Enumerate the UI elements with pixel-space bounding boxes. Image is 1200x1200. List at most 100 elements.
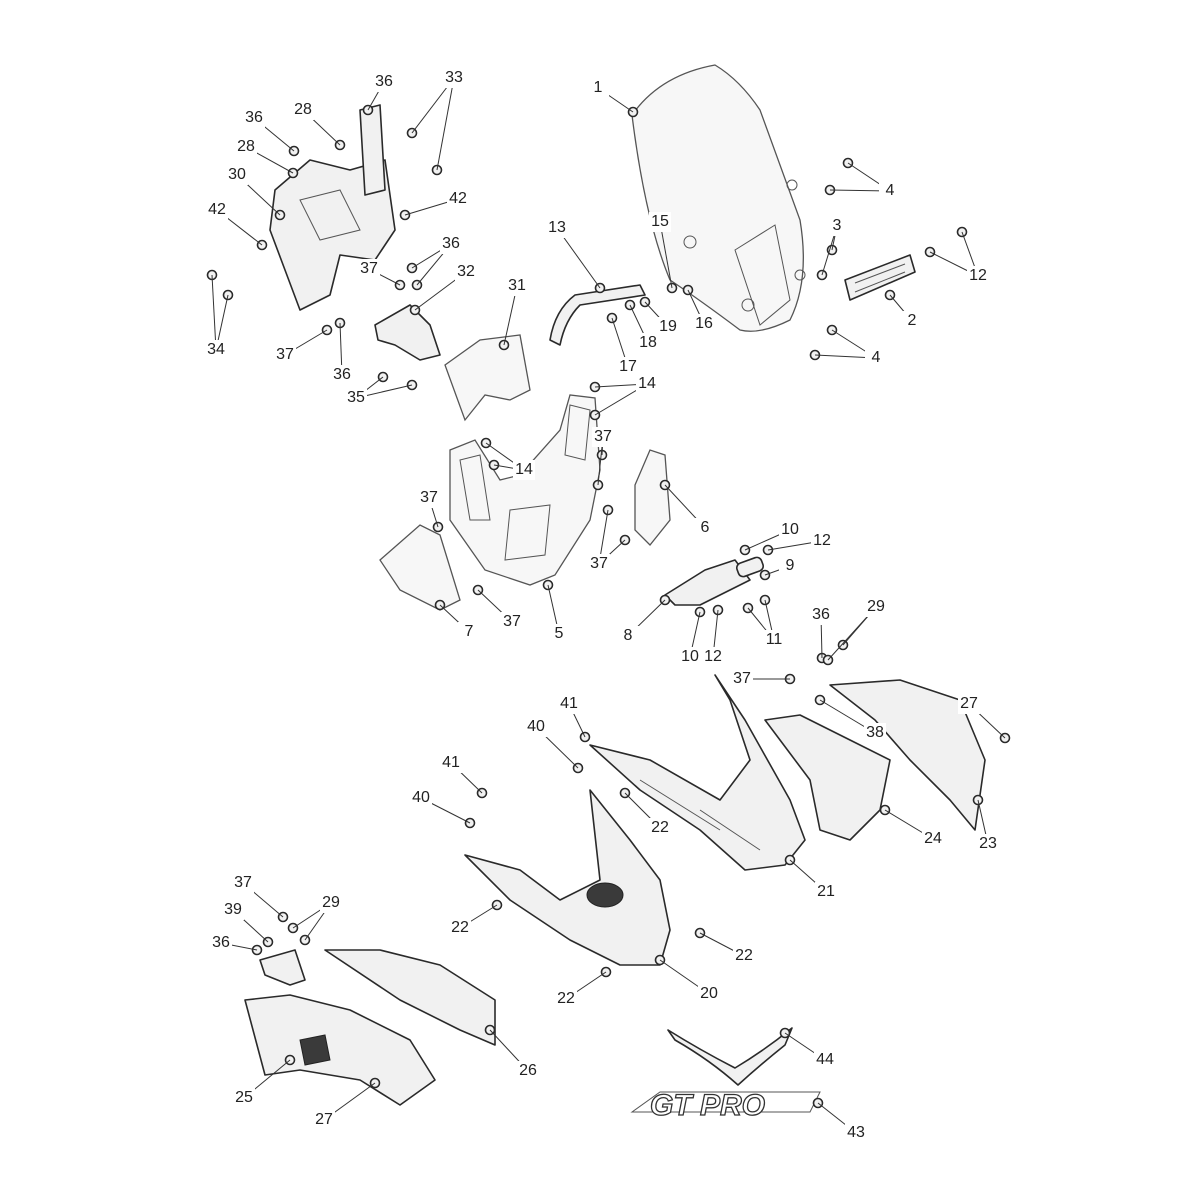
callout-number[interactable]: 36 bbox=[212, 934, 230, 951]
callout-number[interactable]: 43 bbox=[847, 1124, 865, 1141]
callout-number[interactable]: 24 bbox=[924, 830, 942, 847]
callout-number[interactable]: 23 bbox=[979, 835, 997, 852]
callout-background bbox=[447, 189, 469, 209]
callout-number[interactable]: 4 bbox=[886, 182, 895, 199]
callout-number[interactable]: 32 bbox=[457, 263, 475, 280]
callout-background bbox=[506, 276, 528, 296]
callout-background bbox=[763, 630, 785, 650]
leader-line bbox=[436, 77, 455, 171]
callout-number[interactable]: 29 bbox=[322, 894, 340, 911]
callout-number[interactable]: 38 bbox=[866, 724, 884, 741]
callout-number[interactable]: 15 bbox=[651, 213, 669, 230]
callout-number[interactable]: 22 bbox=[451, 919, 469, 936]
callout-background bbox=[779, 556, 801, 576]
side-panel-right-part bbox=[634, 449, 671, 546]
callout-background bbox=[967, 266, 989, 286]
callout-background bbox=[235, 137, 257, 157]
callout-number[interactable]: 36 bbox=[442, 235, 460, 252]
callout-background bbox=[458, 622, 480, 642]
callout-background bbox=[525, 717, 547, 737]
callout-number[interactable]: 37 bbox=[360, 260, 378, 277]
callout-number[interactable]: 42 bbox=[208, 201, 226, 218]
callout-number[interactable]: 36 bbox=[245, 109, 263, 126]
callout-number[interactable]: 8 bbox=[624, 627, 633, 644]
callout-number[interactable]: 36 bbox=[375, 73, 393, 90]
callout-number[interactable]: 2 bbox=[908, 312, 917, 329]
callout-number[interactable]: 34 bbox=[207, 341, 225, 358]
callout-number[interactable]: 11 bbox=[766, 631, 783, 648]
callout-number[interactable]: 44 bbox=[816, 1051, 834, 1068]
callout-number[interactable]: 37 bbox=[590, 555, 608, 572]
callout-background bbox=[233, 1088, 255, 1108]
callout-number[interactable]: 22 bbox=[735, 947, 753, 964]
screen-bracket-part bbox=[549, 284, 646, 346]
callout-number[interactable]: 37 bbox=[594, 428, 612, 445]
callout-number[interactable]: 10 bbox=[781, 521, 799, 538]
callout-background bbox=[206, 200, 228, 220]
callout-background bbox=[958, 694, 980, 714]
callout-number[interactable]: 25 bbox=[235, 1089, 253, 1106]
callout-background bbox=[649, 212, 671, 232]
callout-number[interactable]: 27 bbox=[960, 695, 978, 712]
callout-number[interactable]: 13 bbox=[548, 219, 566, 236]
callout-number[interactable]: 16 bbox=[695, 315, 713, 332]
callout-number[interactable]: 4 bbox=[872, 349, 881, 366]
callout-number[interactable]: 18 bbox=[639, 334, 657, 351]
callout-number[interactable]: 37 bbox=[503, 613, 521, 630]
callout-background bbox=[418, 488, 440, 508]
callout-number[interactable]: 31 bbox=[508, 277, 526, 294]
callout-background bbox=[440, 753, 462, 773]
callout-number[interactable]: 28 bbox=[237, 138, 255, 155]
callout-number[interactable]: 3 bbox=[833, 217, 842, 234]
callout-background bbox=[292, 100, 314, 120]
callout-number[interactable]: 39 bbox=[224, 901, 242, 918]
callout-number[interactable]: 10 bbox=[681, 648, 699, 665]
callout-number[interactable]: 41 bbox=[560, 695, 578, 712]
callout-background bbox=[977, 834, 999, 854]
callout-number[interactable]: 30 bbox=[228, 166, 246, 183]
callout-number[interactable]: 26 bbox=[519, 1062, 537, 1079]
callout-number[interactable]: 7 bbox=[465, 623, 474, 640]
callout-number[interactable]: 42 bbox=[449, 190, 467, 207]
callout-number[interactable]: 37 bbox=[276, 346, 294, 363]
callout-number[interactable]: 17 bbox=[619, 358, 637, 375]
callout-number[interactable]: 36 bbox=[812, 606, 830, 623]
callout-number[interactable]: 12 bbox=[704, 648, 722, 665]
callout-background bbox=[811, 531, 833, 551]
callout-number[interactable]: 5 bbox=[555, 625, 564, 642]
callout-background bbox=[555, 989, 577, 1009]
leader-line bbox=[211, 274, 217, 351]
callout-background bbox=[592, 427, 614, 447]
callout-number[interactable]: 21 bbox=[817, 883, 835, 900]
callout-number[interactable]: 20 bbox=[700, 985, 718, 1002]
callout-number[interactable]: 12 bbox=[813, 532, 831, 549]
callout-number[interactable]: 19 bbox=[659, 318, 677, 335]
callout-number[interactable]: 33 bbox=[445, 69, 463, 86]
callout-number[interactable]: 12 bbox=[969, 267, 987, 284]
callout-background bbox=[845, 1123, 867, 1143]
callout-number[interactable]: 37 bbox=[234, 874, 252, 891]
callout-background bbox=[320, 893, 342, 913]
callout-number[interactable]: 14 bbox=[638, 375, 656, 392]
callout-number[interactable]: 37 bbox=[420, 489, 438, 506]
callout-number[interactable]: 22 bbox=[557, 990, 575, 1007]
callout-number[interactable]: 29 bbox=[867, 598, 885, 615]
callout-number[interactable]: 40 bbox=[527, 718, 545, 735]
callout-background bbox=[226, 165, 248, 185]
bracket-32-part bbox=[374, 304, 441, 361]
callout-number[interactable]: 22 bbox=[651, 819, 669, 836]
callout-number[interactable]: 6 bbox=[701, 519, 710, 536]
callout-number[interactable]: 27 bbox=[315, 1111, 333, 1128]
callout-background bbox=[657, 317, 679, 337]
callout-number[interactable]: 9 bbox=[786, 557, 795, 574]
nose-cone-part bbox=[464, 789, 671, 966]
callout-number[interactable]: 35 bbox=[347, 389, 365, 406]
callout-number[interactable]: 28 bbox=[294, 101, 312, 118]
callout-number[interactable]: 37 bbox=[733, 670, 751, 687]
callout-number[interactable]: 36 bbox=[333, 366, 351, 383]
callout-number[interactable]: 40 bbox=[412, 789, 430, 806]
callout-number[interactable]: 1 bbox=[594, 79, 603, 96]
callout-number[interactable]: 41 bbox=[442, 754, 460, 771]
callout-number[interactable]: 14 bbox=[515, 461, 533, 478]
